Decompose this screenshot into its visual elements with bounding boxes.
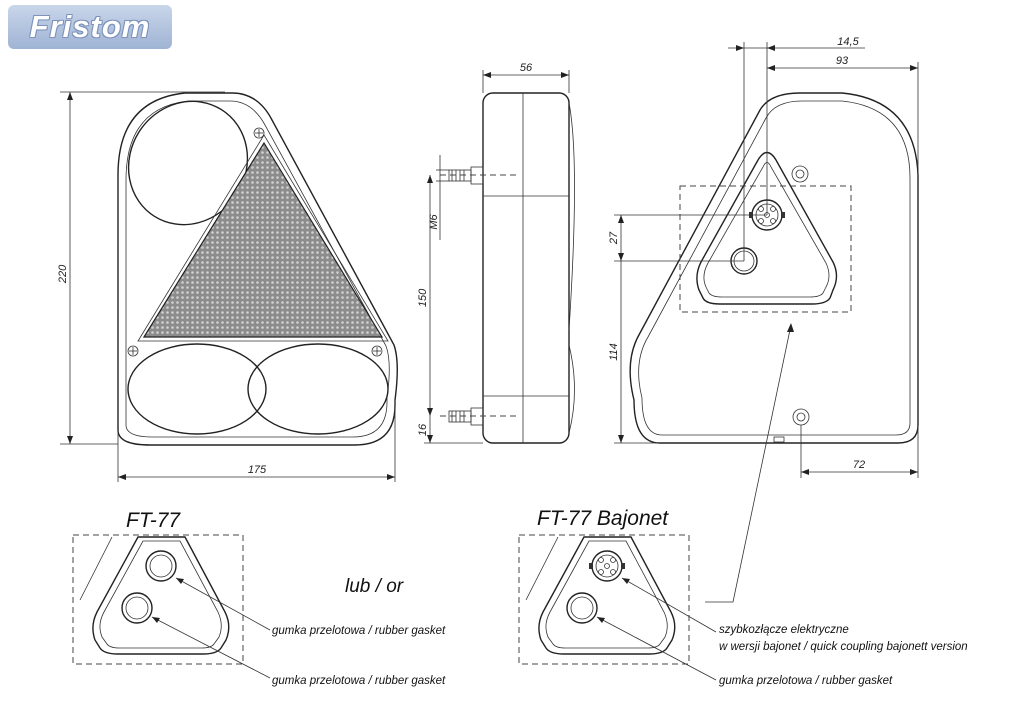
rear-housing-inner-outline <box>638 100 911 436</box>
ft77-gasket-upper <box>145 550 177 582</box>
screw-icon <box>253 127 265 139</box>
dim-rear-top-offset: 14,5 <box>837 36 859 48</box>
detail-leader-line <box>705 324 792 603</box>
dim-front-width: 175 <box>248 464 267 476</box>
front-view: 220 175 <box>57 91 398 482</box>
ft77-bajonet-note-line1: szybkozłącze elektryczne <box>719 624 849 636</box>
dim-front-height: 220 <box>57 264 69 284</box>
front-reflector-frame <box>137 134 389 342</box>
ft77-bajonet-note-lower: gumka przelotowa / rubber gasket <box>719 675 893 687</box>
rear-view: 14,5 93 27 114 72 <box>608 36 919 478</box>
dim-side-depth: 56 <box>520 62 533 74</box>
ft77-gasket-lower <box>121 592 153 624</box>
rear-housing-outline <box>629 92 919 444</box>
ft77-title: FT-77 <box>126 509 181 532</box>
front-housing-inner-outline <box>125 100 390 438</box>
ft77-bajonet-detail: FT-77 Bajonet szybkozłącze elektryczne w… <box>518 507 968 687</box>
front-lower-left-lens <box>127 343 267 435</box>
dim-thread: M6 <box>428 213 440 229</box>
ft77-bajonet-note-line2: w wersji bajonet / quick coupling bajone… <box>719 641 968 653</box>
side-view: 56 M6 150 16 <box>417 62 575 444</box>
front-lower-right-lens <box>247 343 389 435</box>
dim-rear-connector-offset: 27 <box>608 231 620 245</box>
ft77-note-upper: gumka przelotowa / rubber gasket <box>272 625 446 637</box>
dim-rear-hole-height: 114 <box>608 343 620 361</box>
side-housing <box>482 92 570 444</box>
dim-rear-bottom-offset: 72 <box>853 459 865 471</box>
ft77-note-lower: gumka przelotowa / rubber gasket <box>272 675 446 687</box>
front-housing-outline <box>117 92 398 446</box>
dim-bolt-offset: 16 <box>417 423 429 436</box>
ft77-bajonet-gasket <box>566 592 598 624</box>
dim-rear-half-width: 93 <box>836 55 849 67</box>
front-reflector-triangle <box>142 141 384 338</box>
rear-triangle-recess <box>696 151 838 305</box>
variant-separator: lub / or <box>345 576 404 597</box>
screw-icon <box>127 345 139 357</box>
brand-logo: Fristom <box>8 5 172 49</box>
screw-icon <box>791 165 809 183</box>
detail-region <box>679 185 852 313</box>
connector-icon <box>589 550 625 582</box>
screw-icon <box>371 345 383 357</box>
screw-icon <box>792 408 810 426</box>
dim-bolt-spacing: 150 <box>417 288 429 307</box>
brand-logo-text: Fristom <box>29 9 151 44</box>
ft77-detail: FT-77 gumka przelotowa / rubber gasket g… <box>72 509 446 687</box>
ft77-bajonet-title: FT-77 Bajonet <box>537 507 669 530</box>
